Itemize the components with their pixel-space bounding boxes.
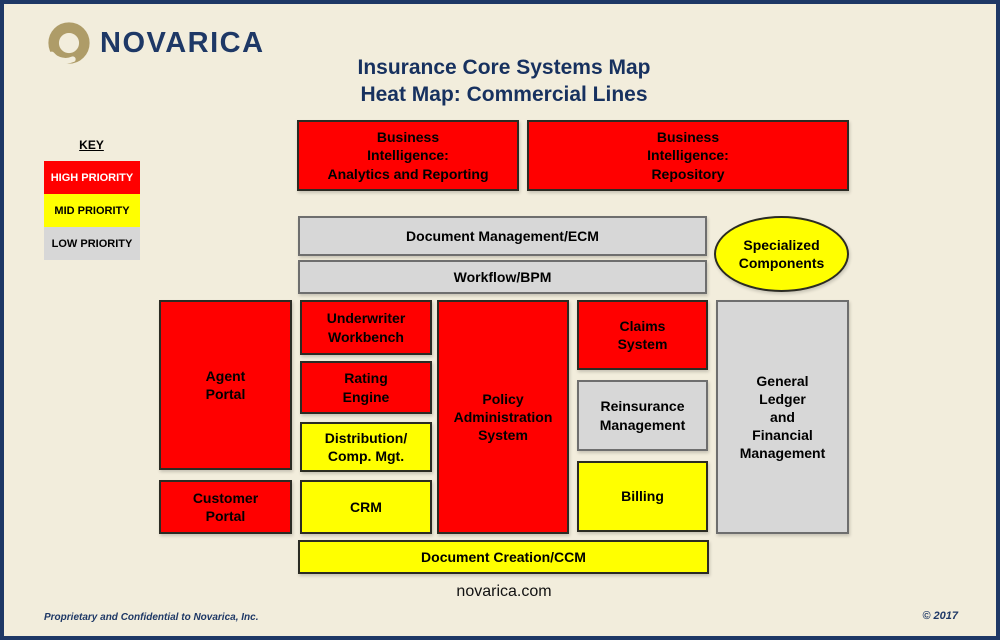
box-workflow-bpm: Workflow/BPM: [298, 260, 707, 294]
page-title: Insurance Core Systems Map Heat Map: Com…: [254, 54, 754, 108]
title-line-1: Insurance Core Systems Map: [357, 56, 651, 79]
legend-item-low-priority: LOW PRIORITY: [44, 227, 140, 260]
legend: HIGH PRIORITY MID PRIORITY LOW PRIORITY: [44, 161, 140, 260]
box-document-management-ecm: Document Management/ECM: [298, 216, 707, 256]
box-customer-portal: Customer Portal: [159, 480, 292, 534]
box-policy-administration-system: Policy Administration System: [437, 300, 569, 534]
box-distribution-comp-mgt: Distribution/ Comp. Mgt.: [300, 422, 432, 472]
legend-heading: KEY: [79, 138, 104, 152]
copyright-note: © 2017: [922, 610, 958, 622]
box-crm: CRM: [300, 480, 432, 534]
box-reinsurance-management: Reinsurance Management: [577, 380, 708, 451]
box-rating-engine: Rating Engine: [300, 361, 432, 414]
box-document-creation-ccm: Document Creation/CCM: [298, 540, 709, 574]
legend-item-high-priority: HIGH PRIORITY: [44, 161, 140, 194]
website-url: novarica.com: [456, 583, 552, 600]
confidential-note: Proprietary and Confidential to Novarica…: [44, 612, 259, 623]
box-business-intelligence-analytics: Business Intelligence: Analytics and Rep…: [297, 120, 519, 191]
box-billing: Billing: [577, 461, 708, 532]
box-business-intelligence-repository: Business Intelligence: Repository: [527, 120, 849, 191]
box-underwriter-workbench: Underwriter Workbench: [300, 300, 432, 355]
brand-name: NOVARICA: [100, 27, 265, 59]
legend-item-mid-priority: MID PRIORITY: [44, 194, 140, 227]
box-general-ledger-financial-management: General Ledger and Financial Management: [716, 300, 849, 534]
novarica-logo: NOVARICA: [46, 20, 265, 66]
title-line-2: Heat Map: Commercial Lines: [360, 83, 648, 106]
box-agent-portal: Agent Portal: [159, 300, 292, 470]
ellipse-specialized-components: Specialized Components: [714, 216, 849, 292]
novarica-ring-icon: [48, 22, 90, 64]
box-claims-system: Claims System: [577, 300, 708, 370]
